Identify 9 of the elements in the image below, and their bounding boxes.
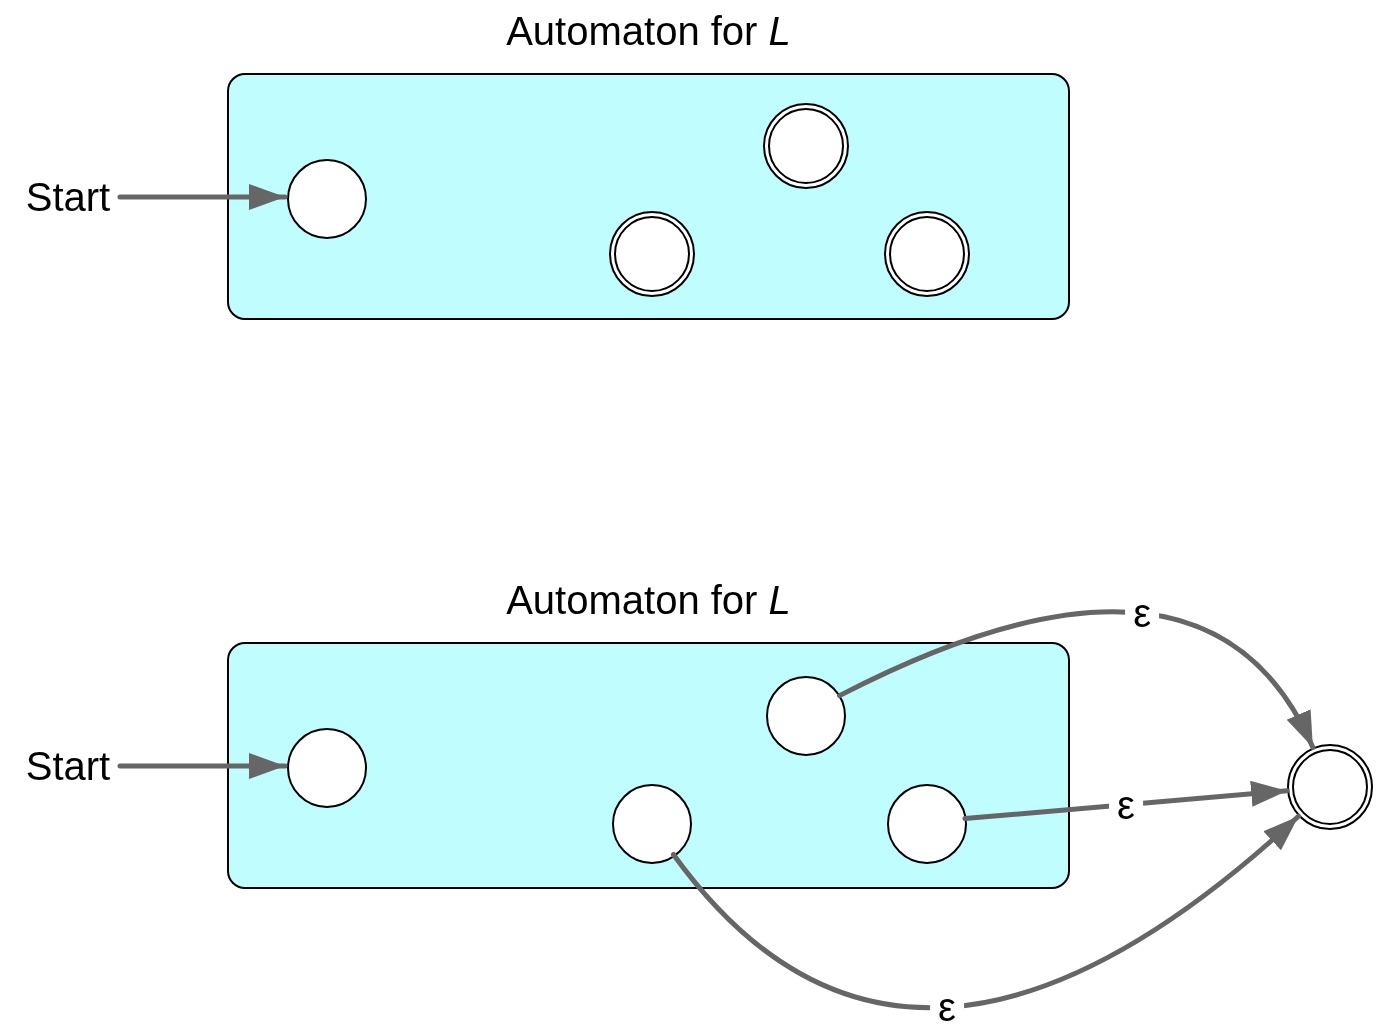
- automaton-heading: Automaton for L: [505, 577, 792, 624]
- arrow: [117, 753, 288, 779]
- start-label: Start: [16, 172, 120, 222]
- start-label: Start: [16, 741, 120, 791]
- arrow: [117, 184, 288, 210]
- automaton-heading: Automaton for L: [505, 8, 792, 55]
- arrow: [962, 780, 1290, 822]
- arrow: [670, 813, 1301, 1010]
- arrow: [837, 609, 1316, 751]
